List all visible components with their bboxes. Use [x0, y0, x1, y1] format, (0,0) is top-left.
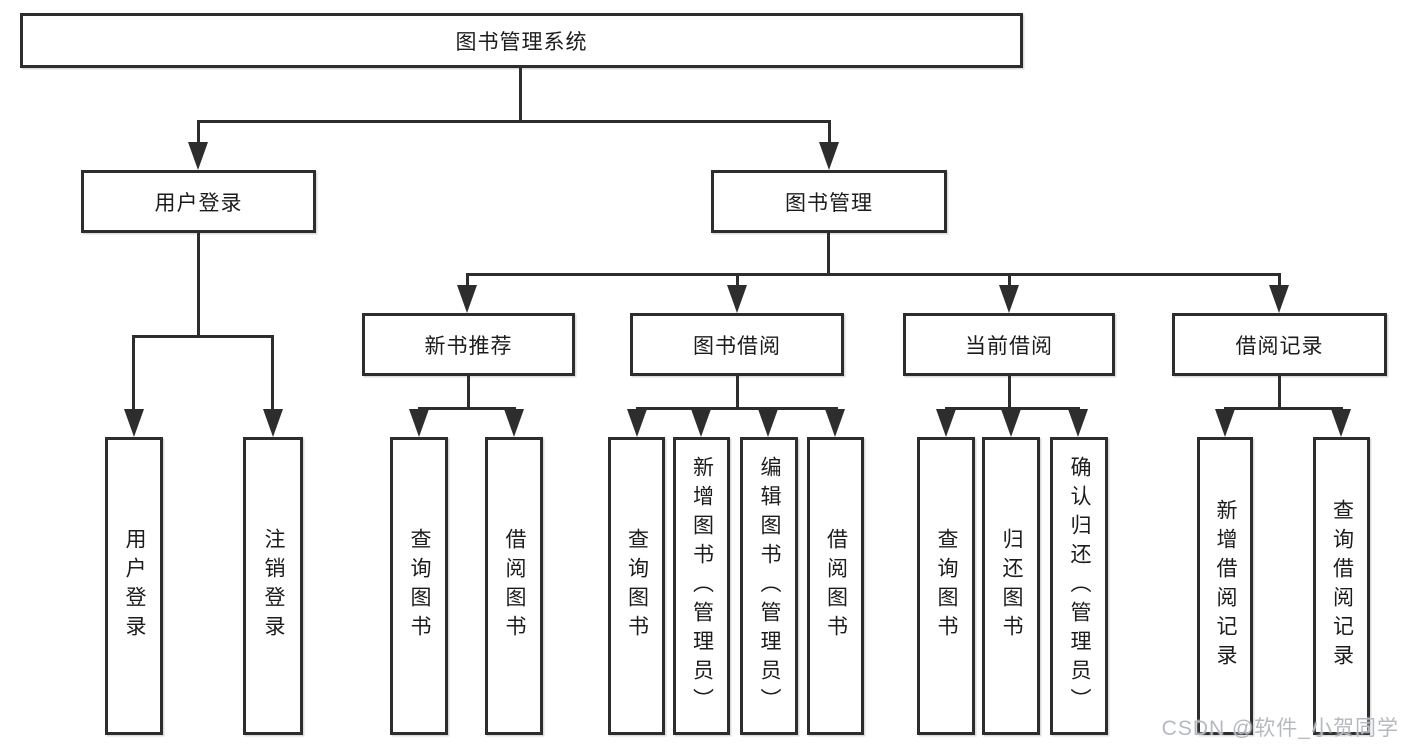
leaf-records-query-record: 查询借阅记录: [1313, 437, 1370, 735]
node-label: 当前借阅: [965, 334, 1053, 358]
node-current-borrowing: 当前借阅: [903, 313, 1115, 376]
connector-line: [418, 407, 516, 410]
arrow-down-icon: [1331, 409, 1351, 437]
leaf-label: 归还图书: [1000, 528, 1024, 644]
connector-line: [519, 68, 522, 120]
leaf-label: 注销登录: [262, 528, 286, 644]
leaf-borrowing-borrow-books: 借阅图书: [807, 437, 864, 735]
node-borrow-records: 借阅记录: [1172, 313, 1387, 376]
arrow-down-icon: [263, 409, 283, 437]
node-label: 图书管理: [785, 191, 873, 215]
leaf-label: 借阅图书: [503, 528, 527, 644]
leaf-label: 查询图书: [935, 528, 959, 644]
connector-line: [466, 273, 469, 287]
connector-line: [827, 233, 830, 273]
leaf-label: 查询图书: [625, 528, 649, 644]
leaf-borrowing-query-books: 查询图书: [608, 437, 665, 735]
connector-line: [197, 233, 200, 335]
arrow-down-icon: [1215, 409, 1235, 437]
arrow-down-icon: [825, 409, 845, 437]
leaf-label: 新增借阅记录: [1214, 499, 1238, 673]
arrow-down-icon: [691, 409, 711, 437]
arrow-down-icon: [124, 409, 144, 437]
leaf-label: 编辑图书（管理员）: [758, 455, 782, 717]
arrow-down-icon: [936, 409, 956, 437]
arrow-down-icon: [457, 285, 477, 313]
node-label: 新书推荐: [424, 334, 513, 358]
connector-line: [1278, 376, 1281, 407]
connector-line: [132, 335, 274, 338]
arrow-down-icon: [819, 142, 839, 170]
connector-line: [1224, 407, 1343, 410]
node-book-borrowing: 图书借阅: [630, 313, 844, 376]
connector-line: [1008, 273, 1011, 287]
csdn-watermark: CSDN @软件_小贺同学: [1161, 717, 1399, 740]
node-new-book-recommend: 新书推荐: [362, 313, 575, 376]
node-label: 图书借阅: [693, 334, 781, 358]
leaf-user-login: 用户登录: [105, 437, 163, 735]
arrow-down-icon: [1269, 285, 1289, 313]
arrow-down-icon: [999, 285, 1019, 313]
node-label: 图书管理系统: [455, 30, 588, 54]
connector-line: [466, 273, 1280, 276]
node-label: 用户登录: [154, 191, 243, 215]
leaf-recommend-borrow-books: 借阅图书: [485, 437, 543, 735]
node-book-management: 图书管理: [711, 170, 947, 233]
leaf-borrowing-add-books-admin: 新增图书（管理员）: [673, 437, 730, 735]
leaf-logout: 注销登录: [243, 437, 303, 735]
arrow-down-icon: [1001, 409, 1021, 437]
leaf-records-add-record: 新增借阅记录: [1197, 437, 1253, 735]
arrow-down-icon: [409, 409, 429, 437]
leaf-borrowing-edit-books-admin: 编辑图书（管理员）: [740, 437, 798, 735]
connector-line: [1008, 376, 1011, 407]
arrow-down-icon: [758, 409, 778, 437]
arrow-down-icon: [727, 285, 747, 313]
leaf-label: 确认归还（管理员）: [1068, 455, 1092, 717]
leaf-current-query-books: 查询图书: [917, 437, 975, 735]
arrow-down-icon: [1068, 409, 1088, 437]
arrow-down-icon: [188, 142, 208, 170]
connector-line: [736, 376, 739, 407]
leaf-label: 新增图书（管理员）: [690, 455, 714, 717]
connector-line: [132, 335, 135, 411]
leaf-label: 借阅图书: [824, 528, 848, 644]
arrow-down-icon: [504, 409, 524, 437]
connector-line: [736, 273, 739, 287]
leaf-current-return-books: 归还图书: [982, 437, 1040, 735]
connector-line: [828, 120, 831, 145]
leaf-label: 用户登录: [123, 528, 147, 644]
leaf-recommend-query-books: 查询图书: [390, 437, 448, 735]
node-user-login: 用户登录: [81, 170, 316, 233]
connector-line: [197, 120, 200, 145]
connector-line: [467, 376, 470, 407]
connector-line: [197, 120, 831, 123]
arrow-down-icon: [627, 409, 647, 437]
leaf-label: 查询借阅记录: [1330, 499, 1354, 673]
connector-line: [636, 407, 838, 410]
leaf-current-confirm-return-admin: 确认归还（管理员）: [1050, 437, 1108, 735]
connector-line: [1278, 273, 1281, 287]
connector-line: [271, 335, 274, 411]
leaf-label: 查询图书: [408, 528, 432, 644]
node-root: 图书管理系统: [20, 13, 1023, 68]
node-label: 借阅记录: [1235, 334, 1324, 358]
